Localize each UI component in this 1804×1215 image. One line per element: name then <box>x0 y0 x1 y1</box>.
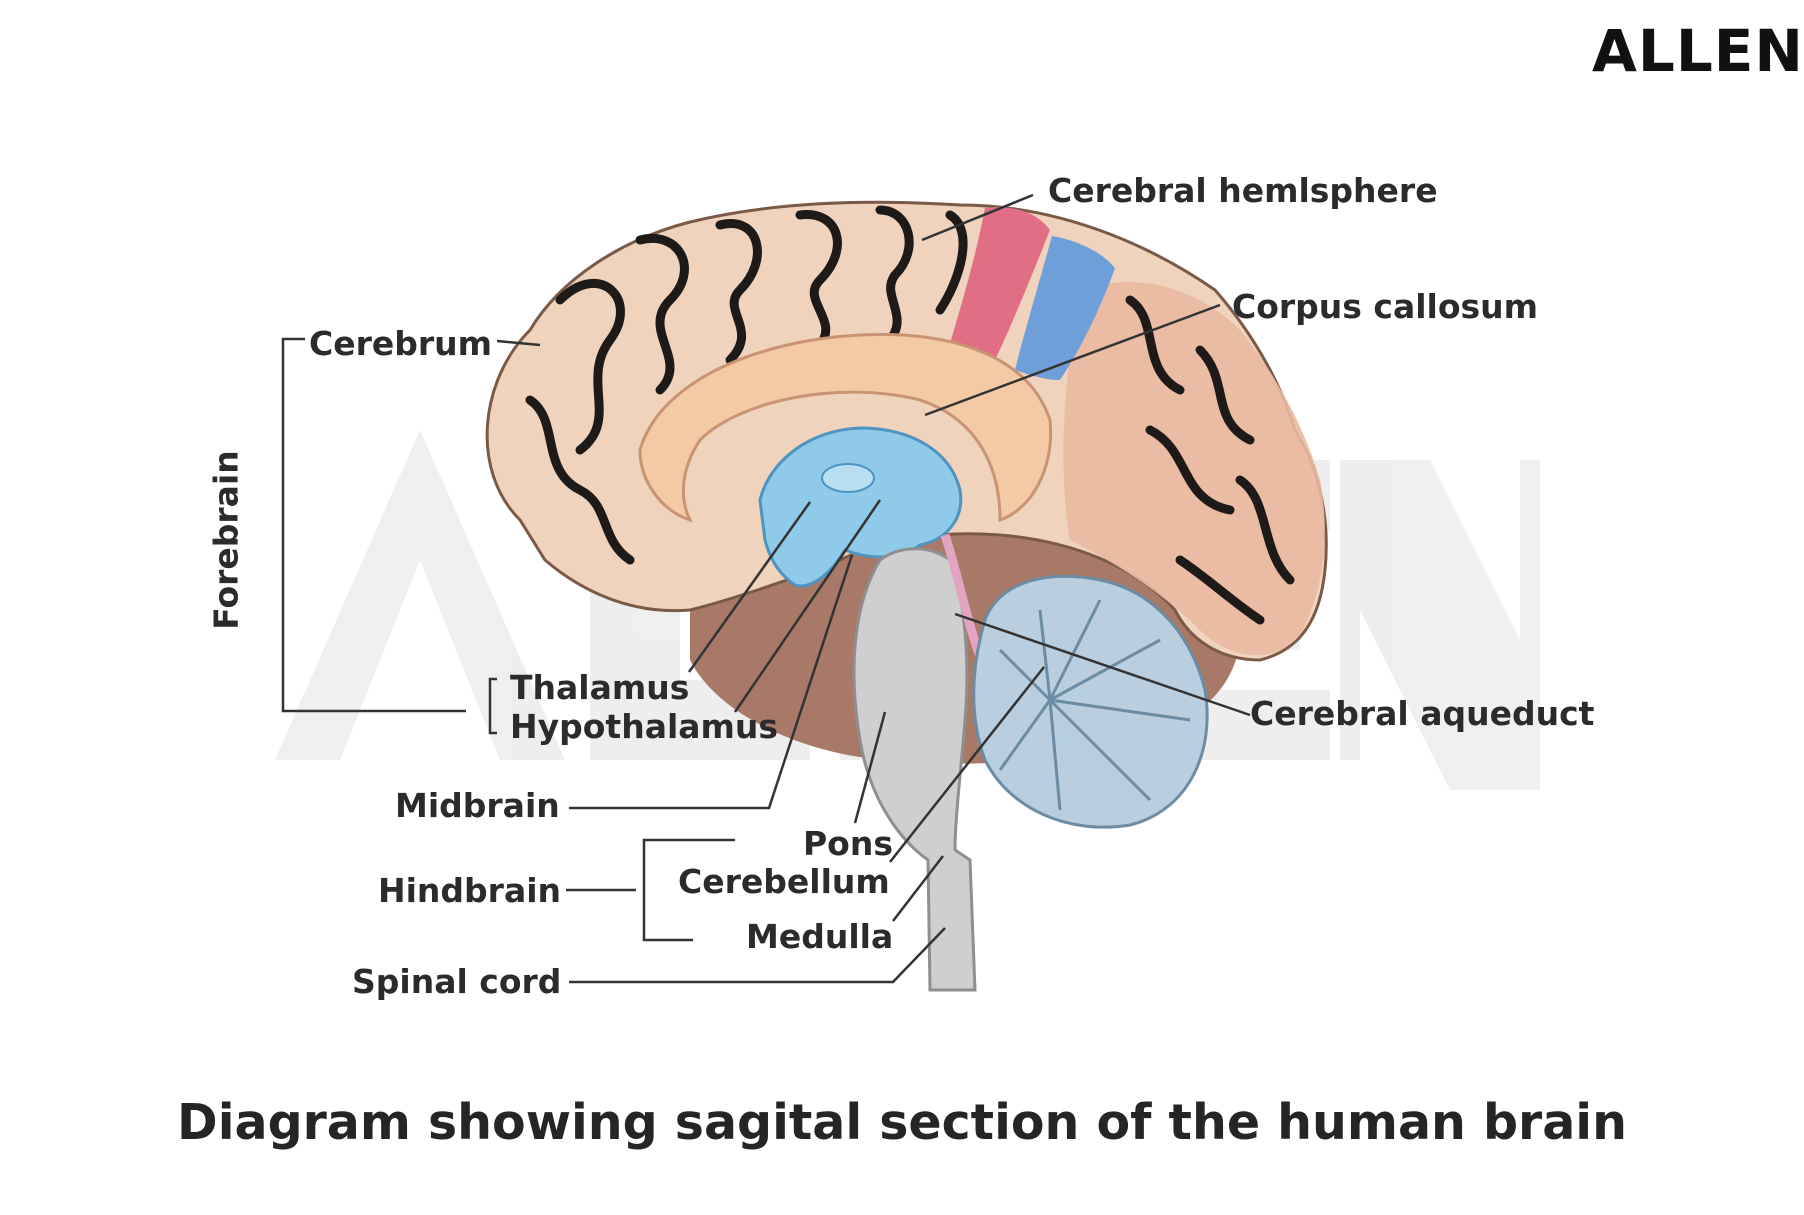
postcentral-strip <box>1015 236 1115 380</box>
label-cerebral-hemisphere: Cerebral hemlsphere <box>1048 171 1438 210</box>
corpus-callosum-shape <box>638 332 1053 523</box>
diagram-caption: Diagram showing sagital section of the h… <box>177 1094 1627 1151</box>
label-midbrain: Midbrain <box>395 786 560 825</box>
label-hindbrain: Hindbrain <box>378 871 562 910</box>
label-hypothalamus: Hypothalamus <box>510 707 779 746</box>
label-cerebellum: Cerebellum <box>678 862 890 901</box>
sulci <box>525 205 1295 625</box>
label-pons: Pons <box>803 824 893 863</box>
label-forebrain: Forebrain <box>206 450 246 630</box>
cerebellum-shape <box>972 574 1209 829</box>
label-cerebrum: Cerebrum <box>309 324 493 363</box>
occipital-lobe <box>1063 282 1325 656</box>
label-medulla: Medulla <box>746 917 894 956</box>
arbor-vitae <box>998 599 1191 811</box>
label-spinal-cord: Spinal cord <box>352 962 562 1001</box>
thalamus-shape <box>758 426 963 588</box>
label-cerebral-aqueduct: Cerebral aqueduct <box>1250 694 1595 733</box>
label-corpus-callosum: Corpus callosum <box>1232 287 1539 326</box>
precentral-strip <box>945 207 1050 372</box>
label-thalamus: Thalamus <box>510 668 690 707</box>
brand-logo: ALLEN <box>1592 17 1804 85</box>
